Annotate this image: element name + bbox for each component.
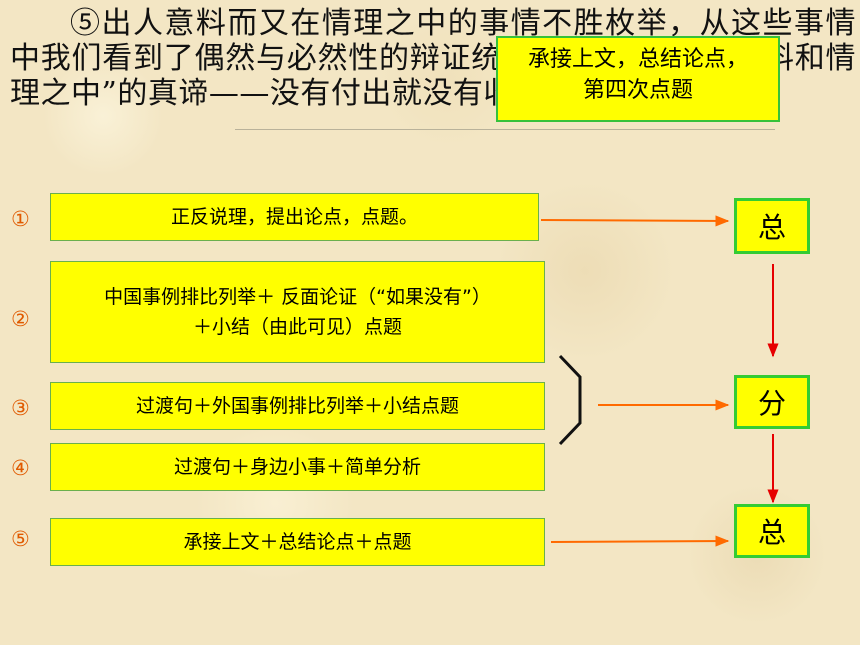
step-number-4: ④ xyxy=(11,456,30,480)
callout-line-1: 承接上文，总结论点， xyxy=(527,47,748,72)
step-number-1: ① xyxy=(11,207,30,231)
step-box-5-text: 承接上文＋总结论点＋点题 xyxy=(183,531,412,553)
arrow-step5-to-bottom xyxy=(550,535,730,547)
step-number-3: ③ xyxy=(11,396,30,420)
step-box-3-text: 过渡句＋外国事例排比列举＋小结点题 xyxy=(135,395,459,417)
summary-box-top: 总 xyxy=(734,198,810,254)
step-box-2: 中国事例排比列举＋ 反面论证（“如果没有”） ＋小结（由此可见）点题 xyxy=(50,261,545,363)
arrow-step1-to-top xyxy=(540,215,730,227)
step-number-2: ② xyxy=(11,307,30,331)
step-box-4: 过渡句＋身边小事＋简单分析 xyxy=(50,443,545,491)
bracket xyxy=(558,354,582,446)
paragraph-underline xyxy=(235,129,775,130)
step-box-2-text-1: 中国事例排比列举＋ 反面论证（“如果没有”） xyxy=(104,286,491,308)
callout-line-2: 第四次点题 xyxy=(582,78,693,103)
step-box-2-text-2: ＋小结（由此可见）点题 xyxy=(192,316,402,338)
step-box-5: 承接上文＋总结论点＋点题 xyxy=(50,518,545,566)
step-box-1-text: 正反说理，提出论点，点题。 xyxy=(170,206,418,228)
step-box-1: 正反说理，提出论点，点题。 xyxy=(50,193,539,241)
step-box-3: 过渡句＋外国事例排比列举＋小结点题 xyxy=(50,382,545,430)
summary-box-bottom: 总 xyxy=(734,504,810,558)
paragraph-line-3: 料和情理之中”的真谛——没有付出就没有收获。 xyxy=(10,41,856,111)
callout-box: 承接上文，总结论点， 第四次点题 xyxy=(496,36,780,122)
step-box-4-text: 过渡句＋身边小事＋简单分析 xyxy=(173,456,421,478)
step-number-5: ⑤ xyxy=(11,527,30,551)
paragraph-line-1: ⑤出人意料而又在情理之中的事情不胜枚举，从这些 xyxy=(70,6,795,41)
division-box: 分 xyxy=(734,375,810,429)
